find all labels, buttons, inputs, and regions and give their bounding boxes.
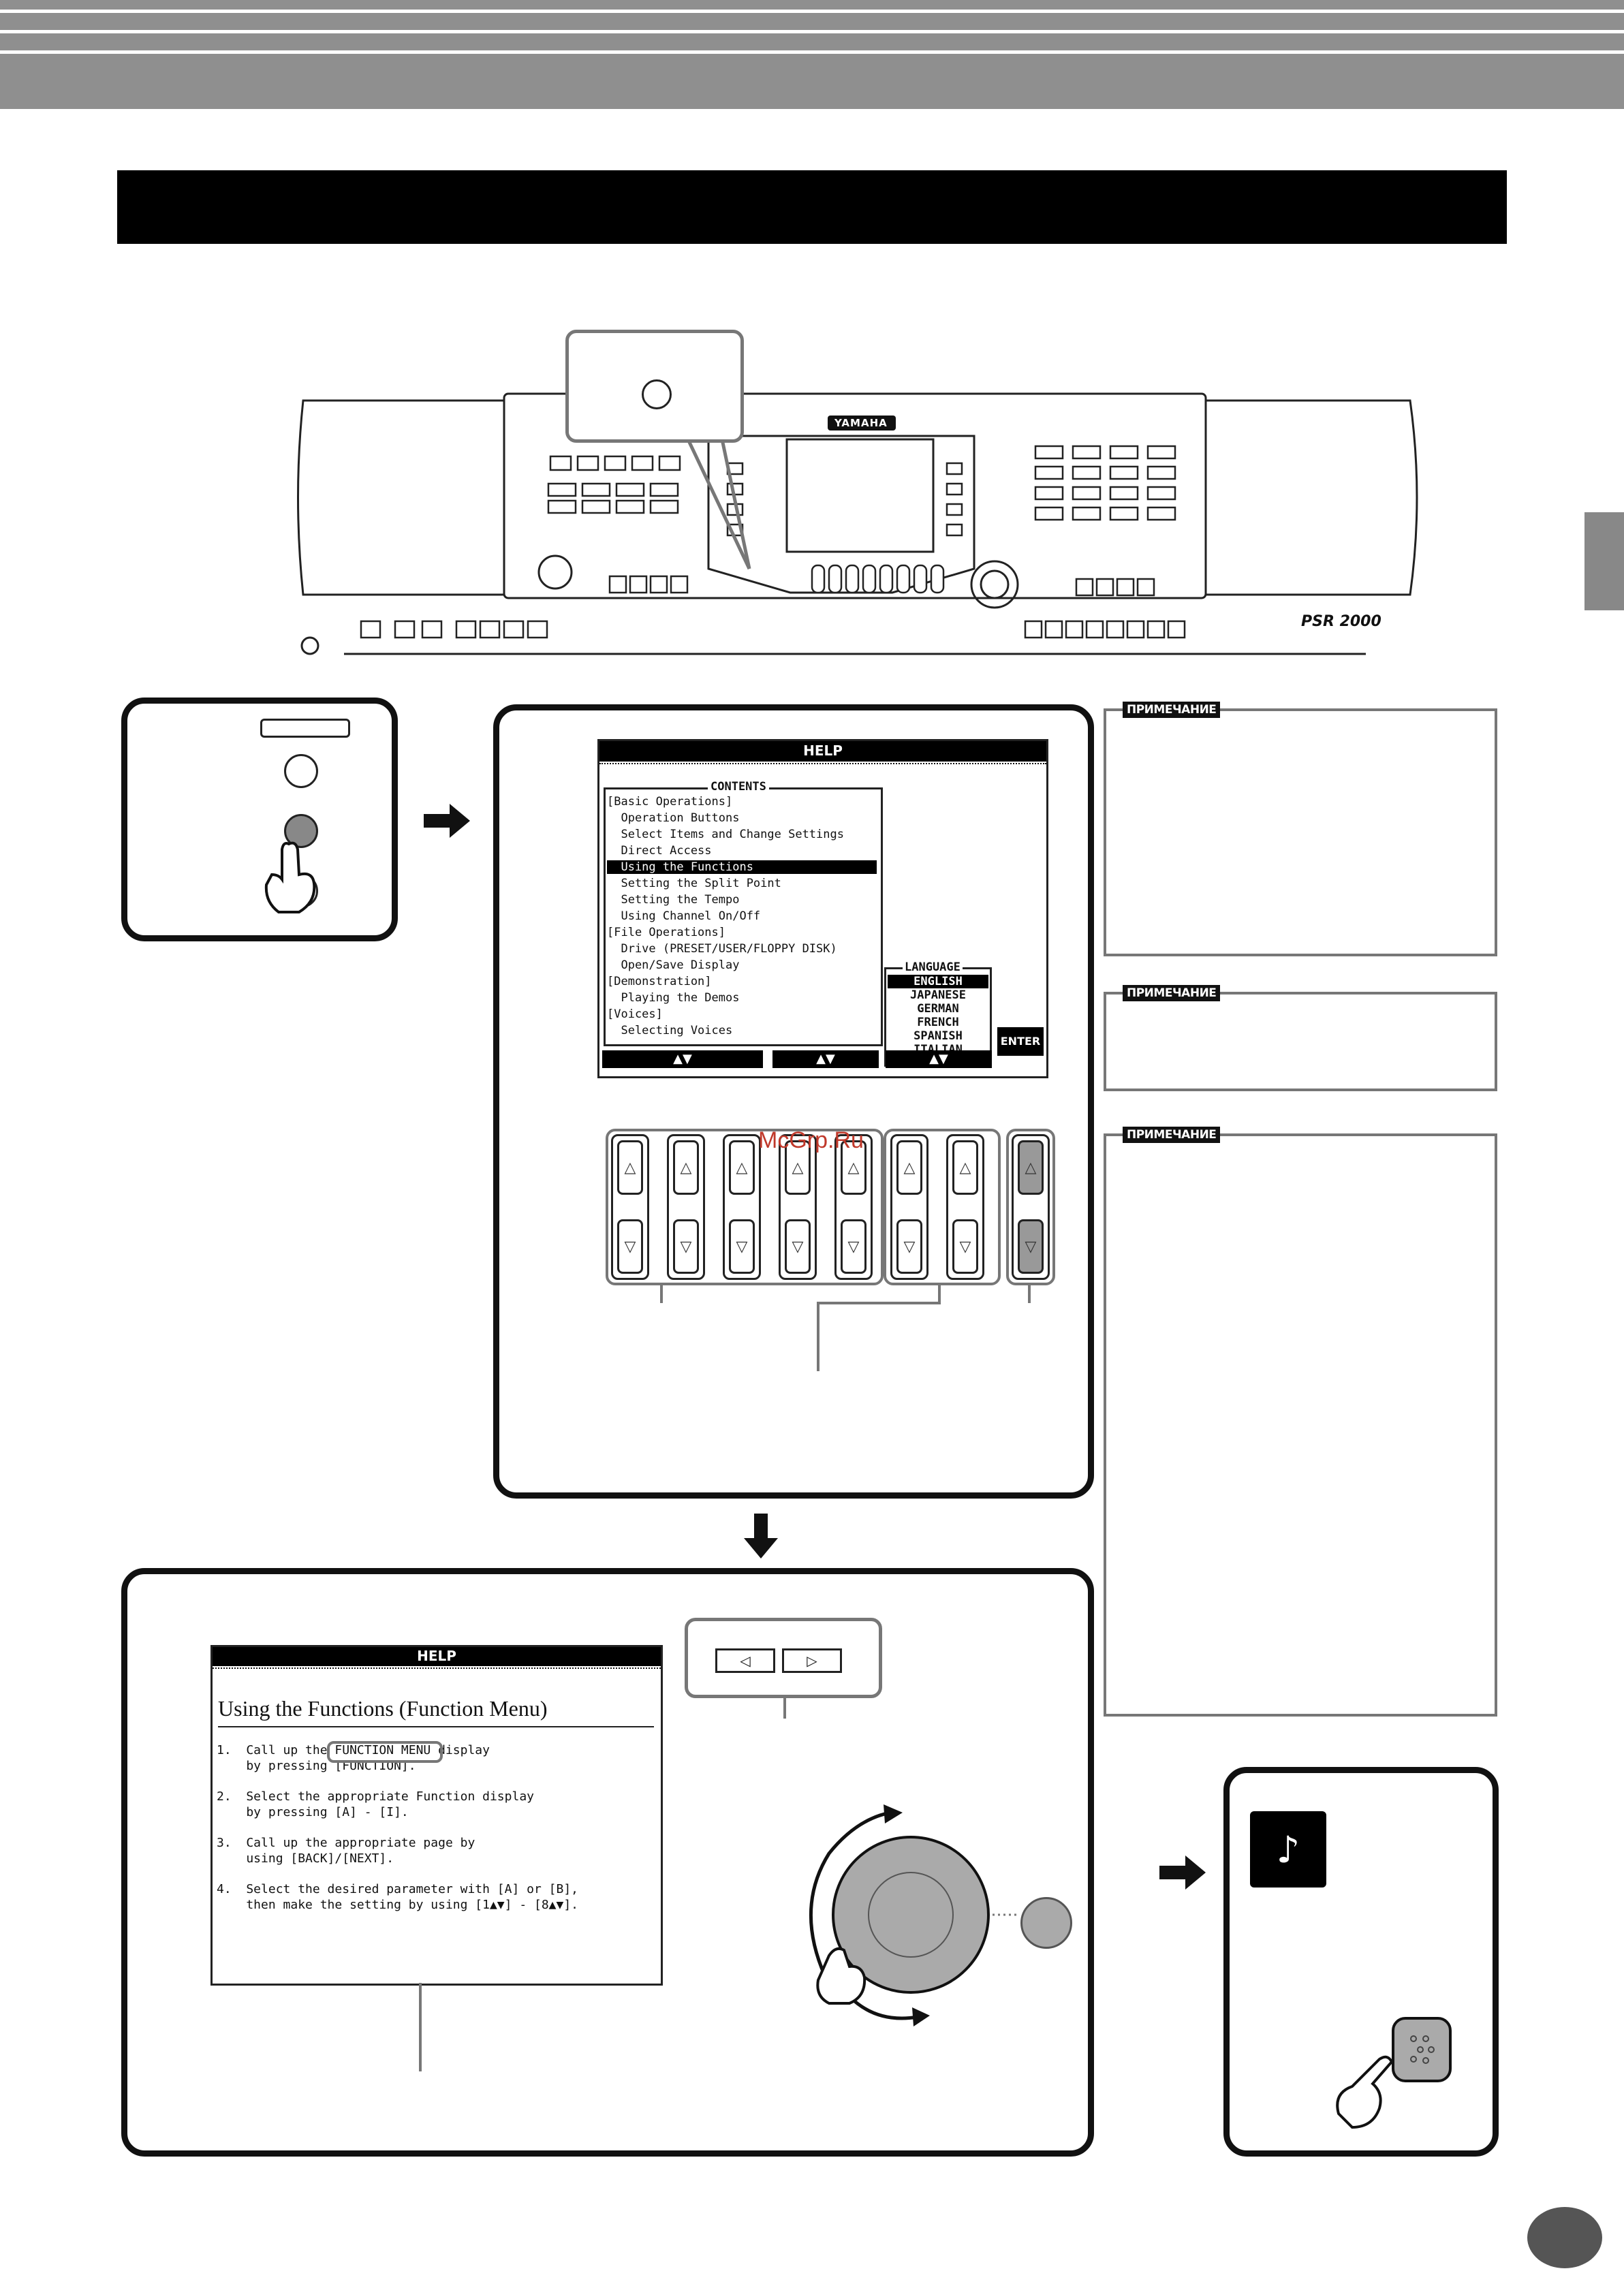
next-arrow-icon: ▷ bbox=[807, 1653, 817, 1669]
contents-line[interactable]: [File Operations] bbox=[607, 926, 725, 939]
rocker-button-2[interactable]: △▽ bbox=[667, 1134, 705, 1280]
help-button-icon[interactable] bbox=[642, 379, 672, 409]
contents-line[interactable]: Operation Buttons bbox=[607, 811, 740, 825]
back-arrow-icon: ◁ bbox=[740, 1653, 751, 1669]
rocker-button-5[interactable]: △▽ bbox=[834, 1134, 873, 1280]
language-option[interactable]: SPANISH bbox=[914, 1029, 963, 1043]
contents-line[interactable]: [Demonstration] bbox=[607, 975, 712, 988]
help-page-title-bar: HELP bbox=[213, 1647, 661, 1666]
help-title-bar: HELP bbox=[599, 741, 1046, 762]
rocker-button-4[interactable]: △▽ bbox=[779, 1134, 817, 1280]
help-button[interactable] bbox=[284, 814, 318, 848]
callout-pointer bbox=[686, 439, 751, 570]
step2-frame: HELP CONTENTS [Basic Operations] Operati… bbox=[493, 704, 1094, 1499]
help-page-heading: Using the Functions (Function Menu) bbox=[218, 1696, 548, 1721]
rocker-group-1 bbox=[606, 1129, 884, 1285]
contents-line[interactable]: [Voices] bbox=[607, 1007, 663, 1021]
back-next-box: ◁ ▷ bbox=[685, 1618, 882, 1698]
help-step-3: 3. Call up the appropriate page by using… bbox=[217, 1836, 475, 1866]
section-title-bar bbox=[117, 170, 1507, 244]
step4-frame: ♪ bbox=[1223, 1767, 1499, 2157]
contents-line-selected[interactable]: Using the Functions bbox=[607, 860, 877, 874]
contents-line[interactable]: Using Channel On/Off bbox=[607, 909, 761, 923]
function-menu-highlight bbox=[327, 1741, 443, 1763]
note-box-1 bbox=[1104, 708, 1497, 956]
language-option[interactable]: FRENCH bbox=[917, 1016, 959, 1029]
pointing-hand-icon bbox=[264, 841, 316, 913]
help-step-2: 2. Select the appropriate Function displ… bbox=[217, 1789, 534, 1819]
next-button[interactable]: ▷ bbox=[782, 1648, 842, 1673]
contents-line[interactable]: Open/Save Display bbox=[607, 958, 740, 972]
softkey-2[interactable]: ▲▼ bbox=[772, 1050, 879, 1068]
brand-logo: YAMAHA bbox=[834, 417, 888, 429]
contents-line[interactable]: [Basic Operations] bbox=[607, 795, 733, 809]
right-arrow-2 bbox=[1159, 1855, 1206, 1890]
language-option[interactable]: JAPANESE bbox=[910, 988, 966, 1002]
panel-callout bbox=[565, 330, 744, 443]
contents-line[interactable]: Playing the Demos bbox=[607, 991, 740, 1005]
language-option[interactable]: GERMAN bbox=[917, 1002, 959, 1016]
rocker-button-6[interactable]: △▽ bbox=[890, 1134, 928, 1280]
note-tag-3: ПРИМЕЧАНИЕ bbox=[1123, 1127, 1221, 1143]
thumb-tab bbox=[1584, 512, 1624, 610]
back-button[interactable]: ◁ bbox=[715, 1648, 775, 1673]
help-label-plate bbox=[260, 719, 350, 738]
model-logo: PSR 2000 bbox=[1301, 613, 1381, 630]
step1-frame bbox=[121, 698, 398, 941]
keyboard-panel: YAMAHA PSR 2000 bbox=[293, 388, 1431, 661]
enter-key[interactable]: ENTER bbox=[997, 1027, 1044, 1056]
rocker-button-8[interactable]: △▽ bbox=[1012, 1134, 1050, 1280]
contents-line[interactable]: Direct Access bbox=[607, 844, 712, 858]
rocker-button-7[interactable]: △▽ bbox=[946, 1134, 984, 1280]
note-tag-2: ПРИМЕЧАНИЕ bbox=[1123, 985, 1221, 1001]
help-lcd: HELP CONTENTS [Basic Operations] Operati… bbox=[597, 739, 1048, 1078]
exit-button-hand[interactable] bbox=[1325, 2011, 1461, 2134]
language-option-selected[interactable]: ENGLISH bbox=[888, 975, 988, 988]
page-number-circle bbox=[1527, 2207, 1602, 2268]
contents-line[interactable]: Setting the Tempo bbox=[607, 893, 740, 907]
help-title: HELP bbox=[803, 742, 843, 759]
header-stripes bbox=[0, 0, 1624, 109]
down-arrow bbox=[744, 1514, 778, 1559]
help-page-lcd: HELP Using the Functions (Function Menu)… bbox=[210, 1645, 663, 1986]
contents-line[interactable]: Selecting Voices bbox=[607, 1024, 733, 1037]
step3-frame: HELP Using the Functions (Function Menu)… bbox=[121, 1568, 1094, 2157]
contents-line[interactable]: Drive (PRESET/USER/FLOPPY DISK) bbox=[607, 942, 837, 956]
softkey-1[interactable]: ▲▼ bbox=[602, 1050, 763, 1068]
leader-lines bbox=[660, 1283, 1031, 1371]
note-box-2 bbox=[1104, 992, 1497, 1091]
help-step-4: 4. Select the desired parameter with [A]… bbox=[217, 1882, 579, 1912]
watermark: McGrp.Ru bbox=[758, 1127, 864, 1153]
rocker-button-1[interactable]: △▽ bbox=[611, 1134, 649, 1280]
upper-button-icon[interactable] bbox=[284, 754, 318, 788]
help-step-1: 1. Call up the FUNCTION MENU display by … bbox=[217, 1743, 490, 1773]
contents-list: CONTENTS [Basic Operations] Operation Bu… bbox=[604, 780, 883, 1046]
rocker-button-3[interactable]: △▽ bbox=[723, 1134, 761, 1280]
help-page-leader bbox=[419, 1983, 422, 2071]
contents-line[interactable]: Setting the Split Point bbox=[607, 877, 781, 890]
softkey-3[interactable]: ▲▼ bbox=[886, 1050, 992, 1068]
data-dial[interactable] bbox=[781, 1799, 1040, 2031]
back-next-leader bbox=[783, 1695, 786, 1719]
rocker-group-2 bbox=[884, 1129, 1001, 1285]
dial-indicator bbox=[1020, 1897, 1072, 1949]
contents-line[interactable]: Select Items and Change Settings bbox=[607, 828, 844, 841]
language-label: LANGUAGE bbox=[903, 960, 963, 974]
right-arrow-1 bbox=[424, 804, 470, 838]
help-page-title: HELP bbox=[417, 1648, 456, 1664]
note-box-3 bbox=[1104, 1133, 1497, 1717]
note-tag-1: ПРИМЕЧАНИЕ bbox=[1123, 702, 1221, 718]
contents-label: CONTENTS bbox=[708, 780, 769, 794]
music-note-icon: ♪ bbox=[1250, 1811, 1326, 1888]
